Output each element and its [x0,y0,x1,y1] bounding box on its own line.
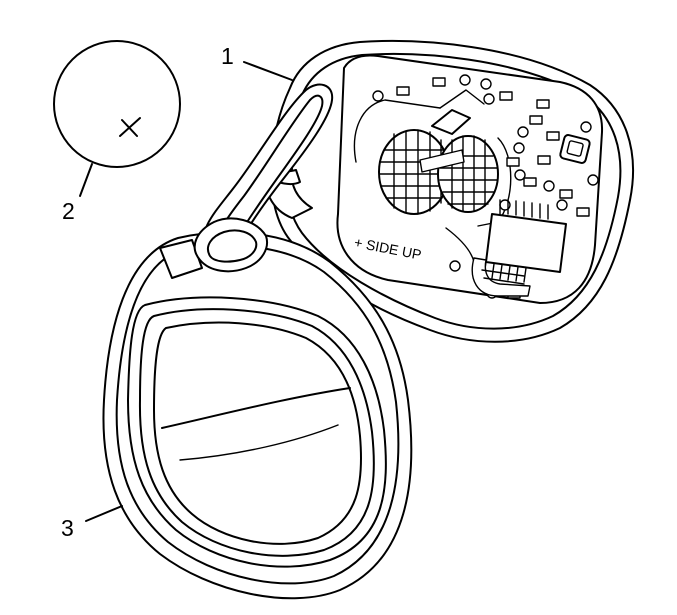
coin-battery [53,40,181,168]
leader-lines [79,61,293,522]
leader-line-2 [79,163,93,197]
button-pad [153,321,363,545]
callout-3: 3 [61,515,74,541]
switch-button [559,134,591,164]
ic-chip [483,199,567,283]
key-ring [193,83,334,273]
battery-plus-sign [119,117,141,137]
leader-line-1 [243,61,293,81]
leader-line-3 [85,505,123,522]
callout-2: 2 [62,198,75,224]
coil-mesh-right [437,135,499,213]
front-cover [102,231,413,600]
transmitter-housing [264,40,634,343]
inductor-coil [471,257,531,297]
callout-1: 1 [221,43,234,69]
